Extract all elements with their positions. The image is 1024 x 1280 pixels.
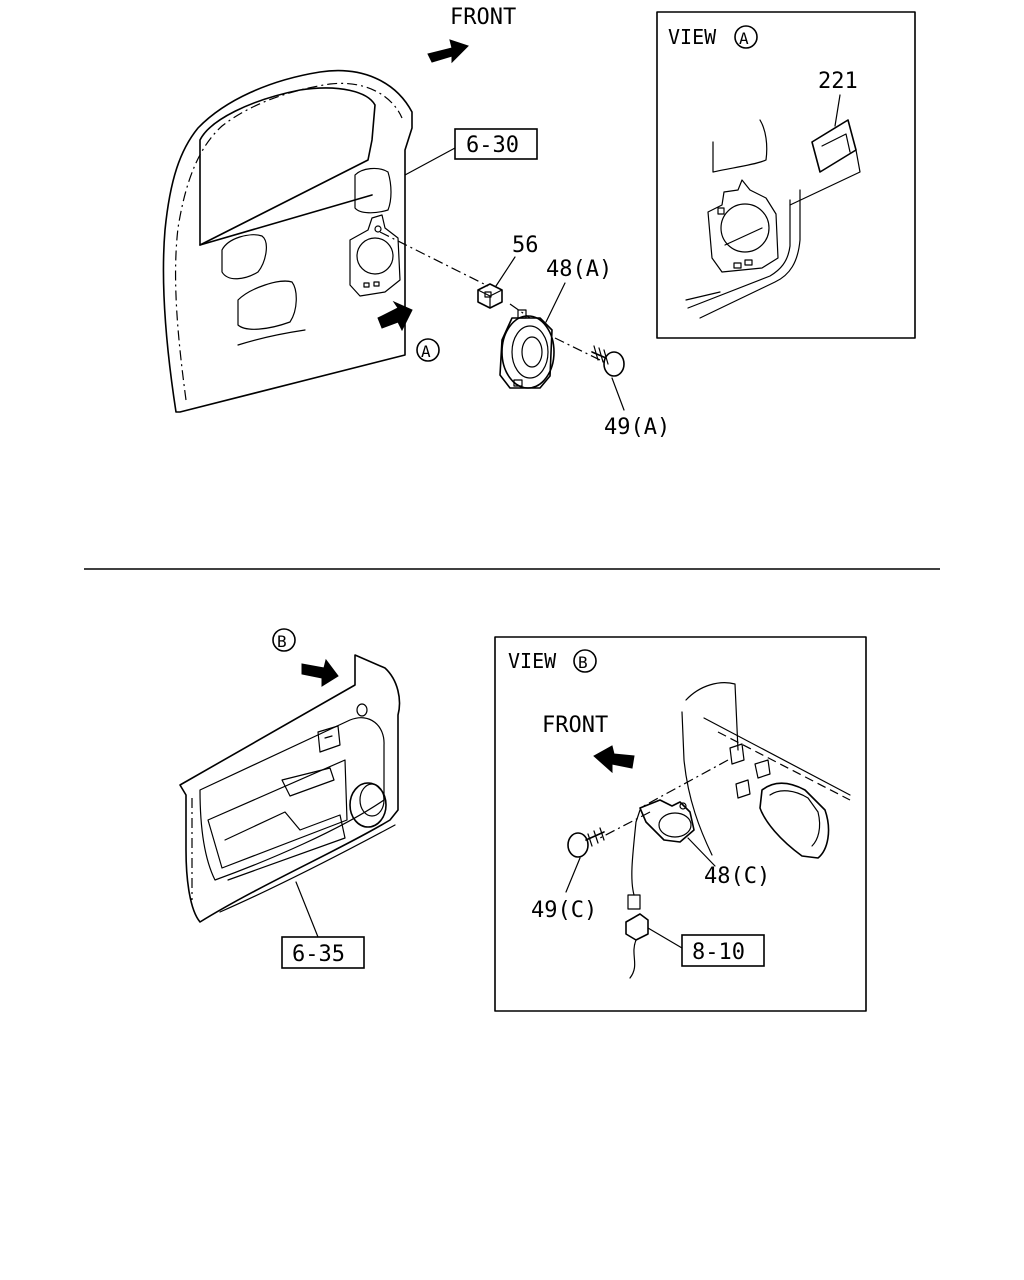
view-b-body-detail [681,682,851,859]
ref-box-6-35 [281,936,365,969]
part-label-48c: 48(C) [704,864,770,889]
view-b-circle [272,628,296,652]
door-panel [162,69,413,413]
view-a-circle-letter: A [421,342,431,361]
ref-label-6-35: 6-35 [292,942,345,967]
clip-56 [477,283,503,309]
part-label-48a: 48(A) [546,257,612,282]
screw-49a [591,345,625,377]
view-a-box [656,11,916,339]
view-b-title: VIEW [508,649,557,673]
front-arrow-top [427,39,469,64]
label-221 [789,119,861,206]
front-label-top: FRONT [450,5,516,30]
view-a-title: VIEW [668,25,717,49]
view-b-arrow [301,658,339,687]
ref-box-6-30 [454,128,538,160]
screw-49c [567,827,605,858]
part-label-49c: 49(C) [531,898,597,923]
ref-box-8-10 [681,934,765,967]
front-label-view-b: FRONT [542,713,608,738]
view-b-box [494,636,867,1012]
door-trim-panel [179,654,401,923]
part-label-49a: 49(A) [604,415,670,440]
view-b-box-circle-letter: B [578,653,588,672]
speaker-48c [631,799,695,896]
view-b-box-circle [573,649,597,673]
view-b-circle-letter: B [277,632,287,651]
part-label-56: 56 [512,233,539,258]
view-a-door-detail [685,119,801,319]
view-a-box-circle [734,25,758,49]
ref-label-6-30: 6-30 [466,133,519,158]
view-a-circle [416,338,440,362]
view-a-arrow [377,300,413,332]
view-a-box-circle-letter: A [739,29,749,48]
connector-8-10 [625,894,649,979]
speaker-48a [499,309,555,389]
part-label-221: 221 [818,69,858,94]
front-arrow-view-b [593,745,635,774]
ref-label-8-10: 8-10 [692,940,745,965]
